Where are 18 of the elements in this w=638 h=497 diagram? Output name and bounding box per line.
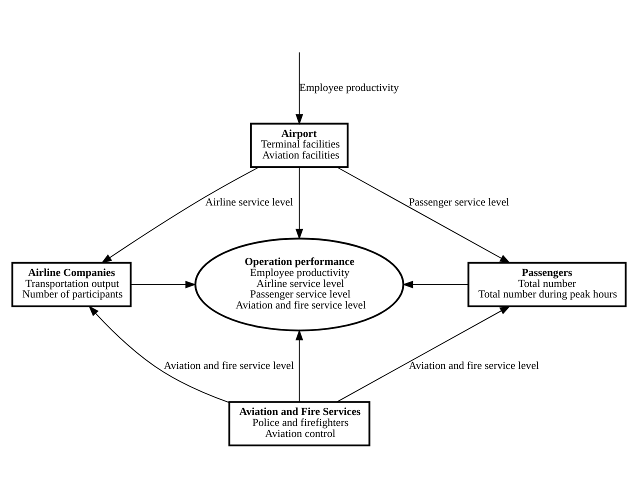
edge-label: Passenger service level bbox=[408, 196, 510, 209]
arrow bbox=[296, 329, 304, 402]
node-ellipse: Operation performance Employee productivity Airline service level Passenger service level Aviation and fire service level bbox=[194, 238, 404, 332]
arrow bbox=[296, 52, 304, 126]
arrow bbox=[296, 166, 304, 240]
node-box: Passengers Total number Total number during peak hours bbox=[468, 262, 627, 308]
arrow bbox=[336, 306, 511, 402]
arrow bbox=[88, 306, 230, 404]
arrow bbox=[130, 280, 196, 288]
arrow bbox=[336, 166, 511, 264]
node-box: Airport Terminal facilities Aviation facilities bbox=[250, 122, 349, 168]
node-box: Airline Companies Transportation output Number of participants bbox=[11, 262, 132, 308]
edge-label: Aviation and fire service level bbox=[164, 360, 294, 372]
arrow bbox=[402, 280, 469, 288]
edge-label: Aviation and fire service level bbox=[408, 360, 540, 372]
node-box: Aviation and Fire Services Police and firefighters Aviation control bbox=[228, 401, 370, 446]
edge-label: Airline service level bbox=[205, 196, 294, 209]
arrow bbox=[101, 166, 260, 264]
